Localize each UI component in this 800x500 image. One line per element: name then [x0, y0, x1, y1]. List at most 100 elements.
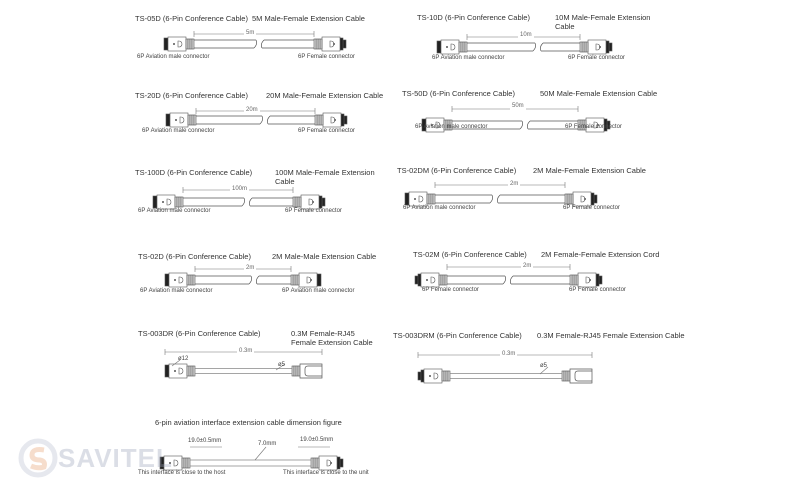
- cable-line: [447, 275, 570, 285]
- cable-break-mark: [532, 42, 544, 52]
- panel-desc-line2: Cable: [275, 177, 295, 186]
- sleeve-rib: [180, 196, 184, 208]
- panel-title: TS-10D (6-Pin Conference Cable): [417, 13, 530, 22]
- connector-nut: [339, 458, 344, 468]
- panel-desc: 10M Male-Female Extension: [555, 13, 651, 22]
- left-connector-label: 6P Aviation male connector: [142, 128, 215, 134]
- connector-nut: [605, 40, 610, 54]
- connector-body: [440, 39, 460, 55]
- female-connector-icon: [314, 112, 348, 128]
- sleeve-rib: [187, 457, 191, 469]
- male-connector-icon: [290, 272, 322, 288]
- key-mark: [179, 116, 185, 124]
- pin-dot: [169, 462, 171, 464]
- sleeve-rib: [174, 196, 178, 208]
- host-side-label: This interface is close to the host: [138, 470, 226, 476]
- connector-body: [318, 455, 338, 471]
- sleeve-rib: [464, 41, 468, 53]
- watermark-logo: SAVITEL: [18, 438, 173, 478]
- cable-diagram: [159, 455, 344, 471]
- connector-cap: [164, 273, 170, 287]
- connector-nut: [598, 275, 603, 285]
- connector-nut: [339, 37, 344, 51]
- dimension-figure-title: 6-pin aviation interface extension cable…: [155, 418, 342, 427]
- pin-dot: [429, 375, 431, 377]
- right-connector-label: 6P Female connector: [285, 208, 342, 214]
- right-connector-label: 6P Female connector: [298, 128, 355, 134]
- panel-title: TS-20D (6-Pin Conference Cable): [135, 91, 248, 100]
- cable-diagram: [164, 266, 322, 288]
- sleeve-rib: [190, 274, 194, 286]
- left-connector-label: 6P Aviation male connector: [403, 205, 476, 211]
- cable-line: [195, 368, 292, 374]
- male-connector-icon: [163, 36, 195, 52]
- connector-body: [298, 272, 318, 288]
- sleeve-rib: [189, 114, 193, 126]
- diameter-note: ø12: [178, 356, 189, 362]
- cable-line: [183, 197, 293, 207]
- length-label: 0.3m: [500, 351, 518, 358]
- connector-body: [168, 363, 188, 379]
- length-label: 100m: [230, 186, 250, 193]
- connector-nut: [318, 195, 323, 209]
- panel-title: TS-05D (6-Pin Conference Cable): [135, 14, 248, 23]
- dimension-line: [194, 266, 292, 272]
- cable-line: [196, 115, 315, 125]
- key-mark: [326, 459, 332, 467]
- connector-nut: [420, 369, 425, 383]
- key-mark: [178, 276, 184, 284]
- panel-desc: 100M Male-Female Extension: [275, 168, 375, 177]
- rj45-connector-icon: [291, 363, 323, 379]
- connector-cap: [163, 37, 169, 51]
- male-connector-icon: [152, 194, 184, 210]
- key-mark: [330, 116, 336, 124]
- left-connector-label: 6P Aviation male connector: [432, 55, 505, 61]
- cable-diagram: [164, 349, 323, 379]
- sleeve-rib: [292, 196, 296, 208]
- sleeve-rib: [186, 365, 190, 377]
- rj45-body: [299, 363, 323, 379]
- female-connector-icon: [417, 368, 451, 384]
- panel-desc: 5M Male-Female Extension Cable: [252, 14, 365, 23]
- rj45-connector-icon: [561, 368, 593, 384]
- sleeve-rib: [449, 119, 453, 131]
- sleeve-rib: [185, 38, 189, 50]
- left-dimension: 19.0±0.5mm: [188, 438, 222, 444]
- male-connector-icon: [165, 112, 197, 128]
- pin-dot: [174, 279, 176, 281]
- connector-body: [168, 272, 188, 288]
- male-connector-icon: [164, 363, 196, 379]
- savitel-logo-icon: [18, 438, 58, 478]
- cable-diagram: [163, 31, 347, 52]
- length-label: 0.3m: [237, 348, 255, 355]
- key-mark: [430, 276, 436, 284]
- sleeve-rib: [193, 114, 197, 126]
- sleeve-rib: [188, 274, 192, 286]
- rj45-body: [569, 368, 593, 384]
- connector-body: [423, 368, 443, 384]
- cable-diagram: [436, 34, 613, 55]
- left-connector-label: 6P Aviation male connector: [415, 124, 488, 130]
- sleeve-rib: [579, 41, 583, 53]
- sleeve-rib: [186, 274, 190, 286]
- panel-title: TS-02DM (6-Pin Conference Cable): [397, 166, 517, 175]
- cable-diagram: [417, 352, 593, 384]
- cable-break-mark: [248, 275, 260, 285]
- sleeve-rib: [190, 365, 194, 377]
- leader-line: [254, 446, 267, 461]
- cable-line: [194, 39, 314, 49]
- key-mark: [433, 372, 439, 380]
- cable-line: [435, 194, 565, 204]
- female-connector-icon: [313, 36, 347, 52]
- sleeve-rib: [185, 457, 189, 469]
- connector-body: [167, 36, 187, 52]
- key-mark: [418, 195, 424, 203]
- panel-desc-line2: Female Extension Cable: [291, 338, 373, 347]
- female-connector-icon: [579, 39, 613, 55]
- key-mark: [593, 121, 599, 129]
- sleeve-rib: [577, 119, 581, 131]
- cable-line: [450, 373, 562, 379]
- panel-title: TS-003DR (6-Pin Conference Cable): [138, 329, 261, 338]
